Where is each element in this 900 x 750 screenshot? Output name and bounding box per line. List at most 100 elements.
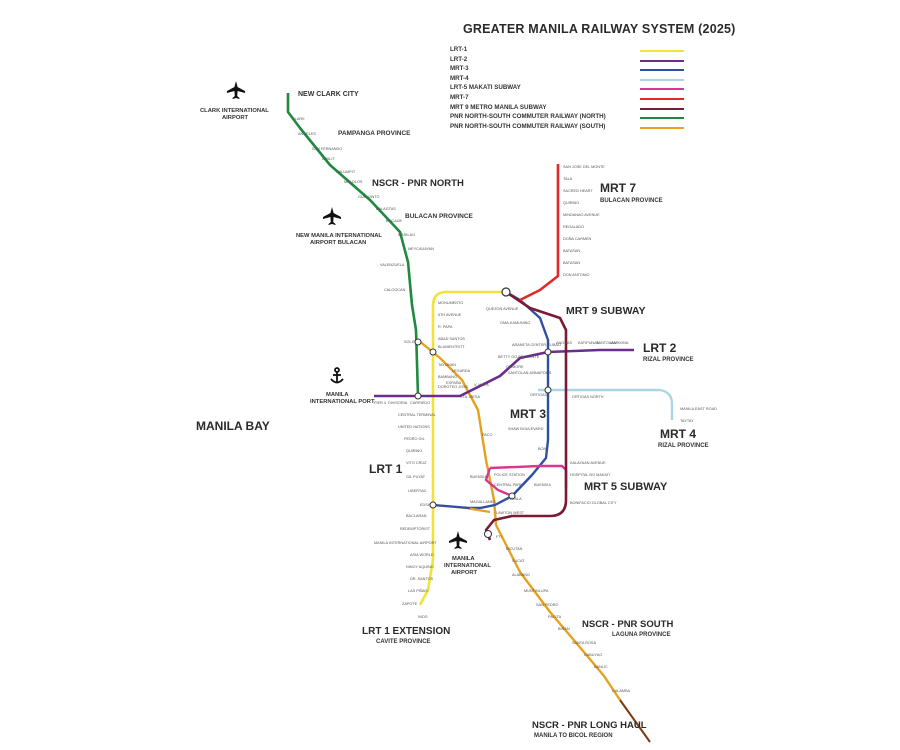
legend-label: PNR NORTH-SOUTH COMMUTER RAILWAY (SOUTH) [450, 122, 606, 130]
station-label: KALAYAAN AVENUE [570, 461, 606, 465]
legend-item-pnr-north: PNR NORTH-SOUTH COMMUTER RAILWAY (NORTH) [448, 113, 688, 123]
region-manila-bay: MANILA BAY [196, 419, 270, 433]
station-label: BOCAUE [386, 219, 403, 223]
station-label: R. PAPA [438, 325, 453, 329]
airplane-icon [323, 207, 341, 225]
station-label: DIVISORIA [388, 401, 408, 405]
station-label: VALENZUELA [380, 263, 405, 267]
station-label: HOSPITAL NG MAKATI [570, 473, 610, 477]
station-label: BACLARAN [406, 514, 427, 518]
legend-label: LRT-2 [450, 55, 468, 63]
region-rizal-lrt2: RIZAL PROVINCE [643, 357, 694, 363]
landmark-port-2: INTERNATIONAL PORT [310, 399, 375, 405]
station-label: DON ANTONIO [563, 273, 590, 277]
line-pnr-north [286, 93, 420, 397]
station-label: CARRIEDO [410, 401, 430, 405]
station-label: BLUMENTRITT [438, 345, 465, 349]
legend-item-mrt9: MRT 9 METRO MANILA SUBWAY [448, 104, 688, 114]
region-mrt7-bulacan: BULACAN PROVINCE [600, 198, 663, 204]
station-label: BANLIC [594, 665, 608, 669]
station-label: REDEMPTORIST [400, 527, 431, 531]
station-label: SHAW BOULEVARD [508, 427, 544, 431]
station-label: TAYUMAN [438, 363, 456, 367]
station-label: BATASAN [563, 249, 580, 253]
station-label: 5TH AVENUE [438, 313, 462, 317]
station-label: SUCAT [512, 559, 525, 563]
station-label: MINDANAO AVENUE [563, 213, 600, 217]
station-label: BUENDIA [470, 475, 487, 479]
station-label: GUIGUINTO [358, 195, 379, 199]
interchange-fti [484, 530, 492, 538]
station-label: PACO [482, 433, 493, 437]
line-mrt7 [519, 164, 560, 302]
station-label: ESPAÑA [446, 380, 462, 385]
legend-label: MRT-3 [450, 65, 469, 73]
legend-swatch [640, 97, 684, 100]
station-label: MARILAO [398, 233, 415, 237]
station-label: APALIT [322, 157, 335, 161]
legend-swatch [640, 117, 684, 120]
legend-label: MRT 9 METRO MANILA SUBWAY [450, 103, 547, 111]
interchange-blumentritt [429, 348, 437, 356]
label-lrt2: LRT 2 [643, 341, 677, 355]
station-label: GIL PUYAT [406, 475, 426, 479]
interchange-ortigas [544, 386, 552, 394]
station-label: UNITED NATIONS [398, 425, 430, 429]
station-label: MALOLOS [344, 180, 363, 184]
station-label: MAGALLANES [470, 500, 496, 504]
interchange-balintawak [501, 287, 511, 297]
station-label: BALAGTAS [376, 207, 396, 211]
legend-item-lrt5: LRT-5 MAKATI SUBWAY [448, 84, 688, 94]
station-label: VITO CRUZ [406, 461, 427, 465]
station-label: DOROTEO JOSE [438, 385, 469, 389]
station-label: MANILA INTERNATIONAL AIRPORT [374, 541, 437, 545]
station-label: ABAD SANTOS [438, 337, 465, 341]
label-lrt1-ext: LRT 1 EXTENSION [362, 626, 450, 637]
landmark-clark-airport-1: CLARK INTERNATIONAL [200, 108, 269, 114]
landmark-bulacan-airport-1: NEW MANILA INTERNATIONAL [296, 233, 382, 239]
station-label: ANGELES [298, 132, 316, 136]
station-label: AYALA [510, 497, 522, 501]
station-label: DR. SANTOS [410, 577, 434, 581]
interchange-tutuban [414, 392, 422, 400]
legend-label: LRT-1 [450, 46, 468, 53]
landmark-naia-3: AIRPORT [451, 570, 478, 576]
station-label: SANTA ROSA [572, 641, 596, 645]
station-label: CENTRAL TERMINAL [398, 413, 436, 417]
station-label: SAN FERNANDO [312, 147, 342, 151]
station-label: PIER 4 [374, 401, 386, 405]
station-label: ORTIGAS [530, 393, 547, 397]
station-label: QUEZON AVENUE [486, 307, 519, 311]
line-mrt4 [538, 388, 674, 420]
station-label: ARANETA CENTER-CUBAO [512, 343, 561, 347]
legend-item-mrt3: MRT-3 [448, 65, 688, 75]
station-label: CALOOCAN [384, 288, 406, 292]
station-label: SOLIS [404, 340, 416, 344]
label-mrt5: MRT 5 SUBWAY [584, 481, 668, 493]
station-label: NINOY AQUINO [406, 565, 434, 569]
station-label: STA. MESA [460, 395, 480, 399]
label-nscr-longhaul: NSCR - PNR LONG HAUL [532, 720, 647, 731]
station-label: BAMBANG [438, 375, 457, 379]
legend-swatch [640, 69, 684, 72]
legend-swatch [640, 78, 684, 81]
station-label: SANTOLAN [596, 341, 617, 345]
interchange-solis [414, 338, 422, 346]
station-label: MONUMENTO [438, 301, 463, 305]
interchange-edsa [429, 501, 437, 509]
label-mrt3: MRT 3 [510, 407, 546, 421]
station-label: GILMORE [506, 365, 524, 369]
station-label: MEYCAUAYAN [408, 247, 434, 251]
station-label: CABUYAO [584, 653, 602, 657]
legend-swatch [640, 107, 684, 110]
station-label: SACRED HEART [563, 189, 593, 193]
landmark-clark-airport-2: AIRPORT [222, 115, 249, 121]
station-label: CLARK [292, 117, 305, 121]
legend-item-pnr-south: PNR NORTH-SOUTH COMMUTER RAILWAY (SOUTH) [448, 123, 688, 133]
station-label: KATIPUNAN [578, 341, 600, 345]
station-label: EDSA [420, 503, 431, 507]
station-label: MUNTINLUPA [524, 589, 549, 593]
line-connector-blue [432, 503, 471, 510]
station-label: MANILA EAST ROAD [680, 407, 717, 411]
region-rizal-mrt4: RIZAL PROVINCE [658, 443, 709, 449]
